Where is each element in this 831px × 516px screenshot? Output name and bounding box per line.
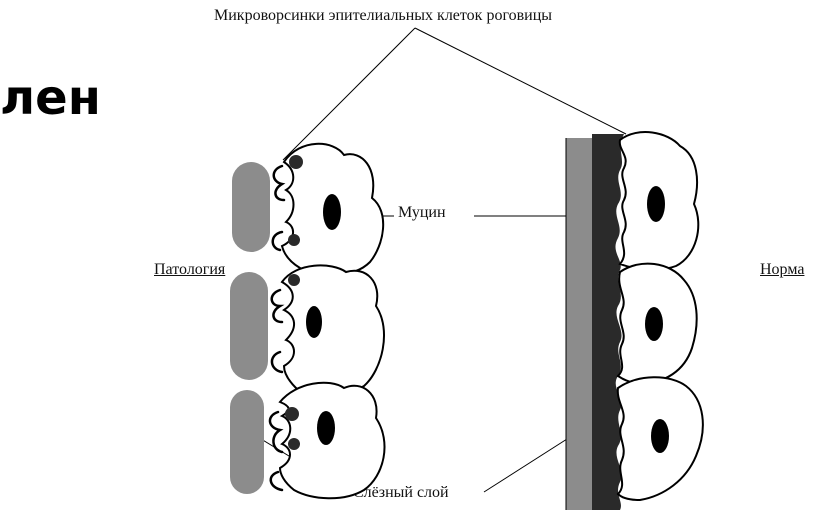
- leader-line-microvilli-right: [415, 28, 626, 134]
- mucin-blob-p1: [289, 155, 303, 169]
- microvillus-p3: [272, 290, 282, 322]
- microvillus-p2: [273, 232, 282, 250]
- mucin-blob-p2: [288, 234, 300, 246]
- leader-line-microvilli-left: [283, 28, 415, 160]
- pathology-nucleus-3: [317, 411, 335, 445]
- tear-patch-3: [230, 390, 264, 494]
- microvillus-p4: [272, 352, 282, 372]
- norm-nucleus-3: [651, 419, 669, 453]
- microvillus-p1: [274, 166, 284, 200]
- mucin-blob-p5: [288, 438, 300, 450]
- pathology-nucleus-1: [323, 194, 341, 230]
- norm-tear-layer: [566, 138, 594, 510]
- norm-nucleus-1: [647, 186, 665, 222]
- tear-patch-1: [232, 162, 270, 252]
- pathology-microvilli: [270, 166, 284, 490]
- tear-patch-2: [230, 272, 268, 380]
- norm-mucin-layer: [592, 134, 624, 510]
- leader-line-tear-right: [484, 432, 578, 492]
- norm-nucleus-2: [645, 307, 663, 341]
- mucin-blob-p3: [288, 274, 300, 286]
- pathology-nucleus-2: [306, 306, 322, 338]
- mucin-blob-p4: [285, 407, 299, 421]
- pathology-tear-patches: [230, 162, 270, 494]
